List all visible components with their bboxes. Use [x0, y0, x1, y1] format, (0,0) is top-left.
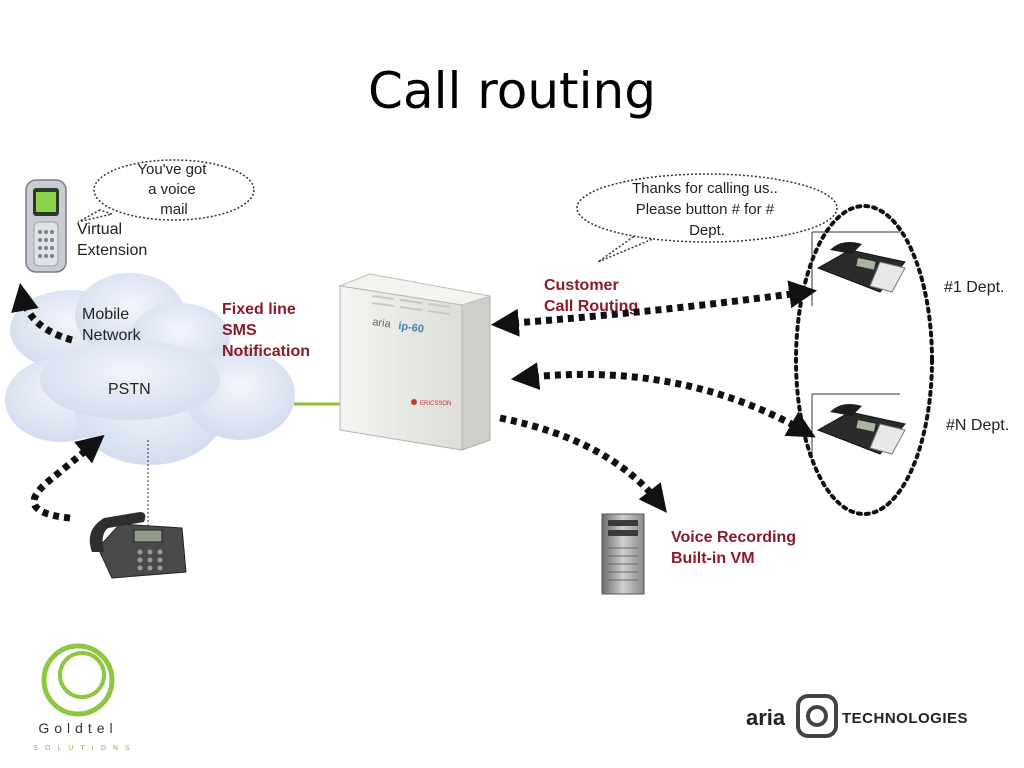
department-group-outline [794, 204, 934, 516]
virtual-extension-label: Virtual Extension [77, 221, 147, 259]
greeting-text: Thanks for calling us.. Please button # … [632, 180, 782, 239]
customer-call-routing-line-1: Customer [544, 277, 619, 294]
voice-mail-bubble: You've got a voice mail [77, 159, 255, 223]
aria-logo-left: aria [746, 705, 786, 730]
goldtel-sub: SOLUTIONS [33, 745, 136, 752]
pbx-model: ip-60 [398, 320, 425, 335]
dept-1-phone-icon [811, 231, 906, 306]
goldtel-name: Goldtel [38, 720, 117, 736]
pbx-maker: ERICSSON [420, 401, 451, 407]
pbx-system: aria ip-60 ERICSSON [338, 273, 491, 451]
arrow-to-voice-recording [499, 414, 667, 513]
mobile-network-label: Mobile Network [82, 306, 142, 344]
greeting-bubble: Thanks for calling us.. Please button # … [576, 173, 838, 263]
page-title: Call routing [368, 62, 656, 120]
voice-mail-line-3: mail [160, 201, 188, 218]
dept-n-label: #N Dept. [946, 417, 1009, 434]
fixed-line-line-2: SMS [222, 322, 257, 339]
voice-recording-line-1: Voice Recording [671, 529, 796, 546]
fixed-line-sms-label: Fixed line SMS Notification [222, 301, 310, 360]
voice-recording-line-2: Built-in VM [671, 550, 755, 567]
aria-logo-mark-icon [796, 694, 838, 738]
fixed-line-line-3: Notification [222, 343, 310, 360]
goldtel-ring-outer-icon [41, 643, 115, 717]
arrow-dept-n [510, 362, 816, 438]
goldtel-logo: Goldtel SOLUTIONS [33, 643, 136, 752]
pstn-label: PSTN [108, 381, 151, 398]
desk-phone-icon [89, 440, 187, 579]
voice-mail-line-2: a voice [148, 181, 196, 198]
goldtel-ring-inner-icon [58, 651, 106, 699]
voice-recording-server-icon [601, 513, 645, 595]
fixed-line-line-1: Fixed line [222, 301, 296, 318]
voice-recording-label: Voice Recording Built-in VM [671, 529, 801, 567]
greeting-line-1: Thanks for calling us.. [632, 180, 778, 197]
dept-n-phone-icon [811, 393, 906, 456]
voice-mail-text: You've got a voice mail [137, 161, 210, 218]
pbx-brand: aria [372, 316, 393, 331]
customer-call-routing-label: Customer Call Routing [544, 277, 638, 315]
mobile-phone-icon [25, 179, 67, 273]
virtual-extension-line-1: Virtual [77, 221, 122, 238]
arrow-to-mobile [11, 282, 73, 344]
voice-mail-line-1: You've got [137, 161, 207, 178]
dept-1-label: #1 Dept. [944, 279, 1004, 296]
virtual-extension-line-2: Extension [77, 242, 147, 259]
greeting-line-2: Please button # for # [636, 201, 775, 218]
aria-logo-right: TECHNOLOGIES [842, 710, 968, 727]
pbx-led-icon [411, 399, 417, 405]
network-cloud [5, 273, 295, 465]
aria-technologies-logo: aria TECHNOLOGIES [746, 694, 968, 738]
mobile-network-line-2: Network [82, 327, 142, 344]
mobile-network-line-1: Mobile [82, 306, 129, 323]
greeting-line-3: Dept. [689, 222, 725, 239]
routing-arrows [11, 280, 818, 522]
arrow-customer-call-routing [490, 280, 818, 337]
arrow-from-desk-phone [30, 434, 105, 522]
